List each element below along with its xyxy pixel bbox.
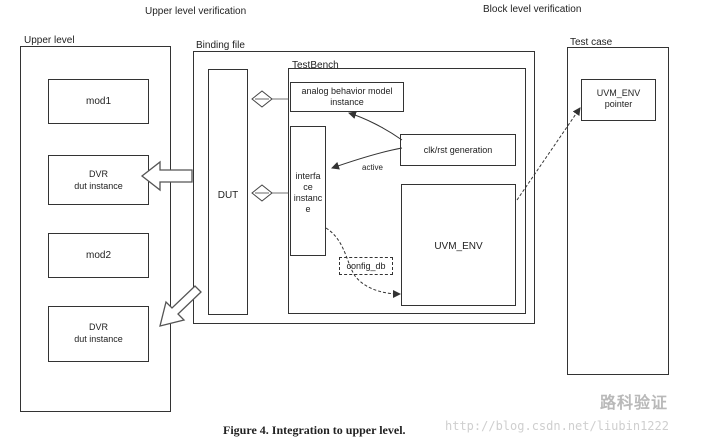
dut-block: DUT bbox=[208, 69, 248, 315]
dvr1-subtitle: dut instance bbox=[74, 181, 123, 191]
uvm-env-label: UVM_ENV bbox=[434, 241, 483, 252]
figure-caption: Figure 4. Integration to upper level. bbox=[223, 423, 406, 437]
dvr2-title: DVR bbox=[88, 322, 108, 332]
pointer-line2: pointer bbox=[604, 99, 633, 109]
config-db-label: config_db bbox=[346, 261, 386, 271]
analog-line1: analog behavior model bbox=[301, 86, 393, 96]
arrow-clk-to-interface bbox=[331, 147, 403, 170]
arrow-clk-to-analog bbox=[348, 111, 403, 141]
testbench-label: TestBench bbox=[292, 60, 339, 71]
clk-rst-generation-block: clk/rst generation bbox=[400, 134, 516, 166]
mod2-label: mod2 bbox=[85, 250, 111, 261]
iface-line2: ce bbox=[303, 182, 313, 192]
mod1-label: mod1 bbox=[85, 96, 111, 107]
binding-file-label: Binding file bbox=[196, 40, 245, 51]
upper-level-label: Upper level bbox=[24, 35, 75, 46]
dvr-instance-block-2: DVR dut instance bbox=[48, 306, 149, 362]
iface-line3: instanc bbox=[293, 193, 323, 203]
clk-rst-label: clk/rst generation bbox=[423, 145, 493, 155]
upper-level-verification-heading: Upper level verification bbox=[145, 6, 247, 17]
bidirectional-port-icon-bottom bbox=[251, 184, 289, 202]
mod2-block: mod2 bbox=[48, 233, 149, 278]
iface-line4: e bbox=[305, 204, 311, 214]
interface-instance-block: interfa ce instanc e bbox=[290, 126, 326, 256]
watermark-url: http://blog.csdn.net/liubin1222 bbox=[445, 419, 669, 433]
uvm-env-pointer-block: UVM_ENV pointer bbox=[581, 79, 656, 121]
bidirectional-port-icon-top bbox=[251, 90, 289, 108]
mod1-block: mod1 bbox=[48, 79, 149, 124]
iface-line1: interfa bbox=[295, 171, 321, 181]
hollow-arrow-to-dvr1 bbox=[140, 160, 193, 192]
analog-line2: instance bbox=[330, 97, 364, 107]
dvr2-subtitle: dut instance bbox=[74, 334, 123, 344]
dvr1-title: DVR bbox=[88, 169, 108, 179]
hollow-arrow-to-dvr2 bbox=[159, 285, 202, 327]
dashed-arrow-pointer-to-uvm-env bbox=[516, 107, 581, 201]
block-level-verification-heading: Block level verification bbox=[483, 4, 582, 15]
dut-label: DUT bbox=[217, 190, 239, 201]
analog-behavior-model-block: analog behavior model instance bbox=[290, 82, 404, 112]
watermark-brand: 路科验证 bbox=[600, 395, 669, 412]
dashed-arrow-interface-to-uvm-env bbox=[325, 227, 401, 298]
pointer-line1: UVM_ENV bbox=[596, 88, 641, 98]
active-label: active bbox=[362, 163, 383, 172]
test-case-label: Test case bbox=[570, 37, 613, 48]
uvm-env-block: UVM_ENV bbox=[401, 184, 516, 306]
